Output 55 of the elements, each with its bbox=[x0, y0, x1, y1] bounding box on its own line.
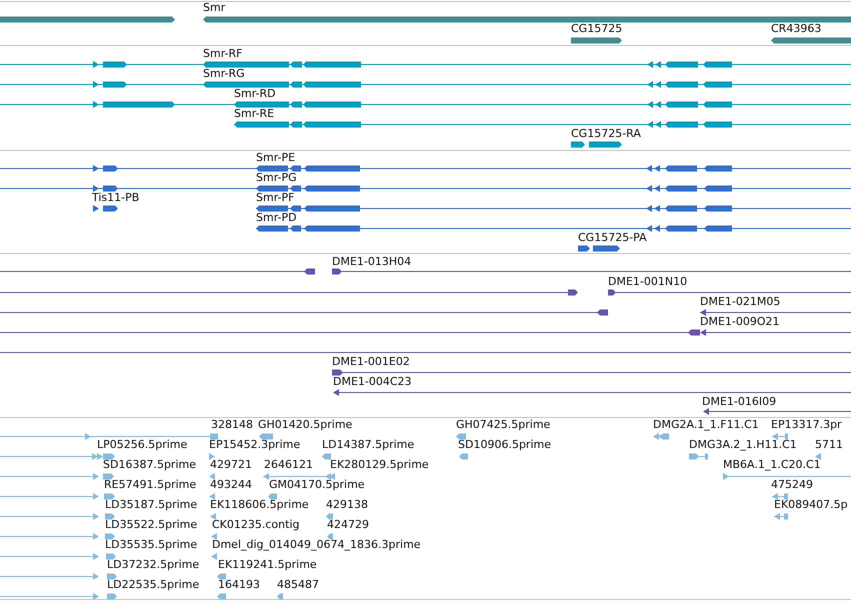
feature-label: CG15725-PA bbox=[578, 232, 647, 244]
feature-label: DME1-016I09 bbox=[702, 396, 776, 408]
feature-label: Smr-PF bbox=[256, 192, 294, 204]
feature-label: LD35535.5prime bbox=[105, 539, 198, 551]
feature-label: Smr-RE bbox=[234, 108, 274, 120]
feature-label: SD16387.5prime bbox=[103, 459, 196, 471]
feature-label: EK280129.5prime bbox=[330, 459, 429, 471]
feature-label: EK089407.5p bbox=[774, 499, 848, 511]
feature-label: Smr-RD bbox=[234, 88, 276, 100]
feature-label: Dmel_dig_014049_0674_1836.3prime bbox=[212, 539, 421, 551]
feature-label: DMG3A.2_1.H11.C1 bbox=[689, 439, 797, 451]
feature-label: GH01420.5prime bbox=[258, 419, 352, 431]
feature-label: LD22535.5prime bbox=[107, 579, 200, 591]
feature-label: LP05256.5prime bbox=[97, 439, 188, 451]
feature-label: DMG2A.1_1.F11.C1 bbox=[653, 419, 759, 431]
feature-label: CR43963 bbox=[771, 23, 822, 35]
feature-label: 485487 bbox=[277, 579, 319, 591]
feature-label: CK01235.contig bbox=[212, 519, 300, 531]
feature-label: DME1-004C23 bbox=[333, 376, 412, 388]
feature-label: EP13317.3pr bbox=[771, 419, 842, 431]
feature-label: 5711 bbox=[815, 439, 843, 451]
feature-label: 164193 bbox=[218, 579, 260, 591]
feature-label: Smr-RF bbox=[203, 48, 242, 60]
feature-label: CG15725 bbox=[571, 23, 622, 35]
feature-label: LD14387.5prime bbox=[322, 439, 414, 451]
feature-label: LD37232.5prime bbox=[107, 559, 200, 571]
feature-label: DME1-013H04 bbox=[332, 256, 412, 268]
feature-label: EP15452.3prime bbox=[209, 439, 300, 451]
feature-label: Smr-PE bbox=[256, 152, 296, 164]
feature-label: EK118606.5prime bbox=[210, 499, 309, 511]
feature-label: EK119241.5prime bbox=[218, 559, 317, 571]
feature-label: Smr-RG bbox=[203, 68, 245, 80]
feature-label: Smr-PG bbox=[256, 172, 297, 184]
feature-label: MB6A.1_1.C20.C1 bbox=[723, 459, 821, 471]
feature-label: DME1-021M05 bbox=[700, 296, 780, 308]
feature-label: 328148 bbox=[211, 419, 253, 431]
feature-label: LD35522.5prime bbox=[105, 519, 198, 531]
feature-label: GH07425.5prime bbox=[456, 419, 550, 431]
feature-label: Smr-PD bbox=[256, 212, 297, 224]
feature-label: LD35187.5prime bbox=[105, 499, 198, 511]
feature-label: CG15725-RA bbox=[571, 128, 641, 140]
feature-label: DME1-001N10 bbox=[608, 276, 688, 288]
feature-label: SD10906.5prime bbox=[458, 439, 551, 451]
feature-label: 429721 bbox=[210, 459, 252, 471]
feature-label: DME1-009O21 bbox=[700, 316, 780, 328]
feature-label: Smr bbox=[203, 2, 226, 14]
feature-label: 493244 bbox=[210, 479, 252, 491]
feature-label: RE57491.5prime bbox=[104, 479, 196, 491]
feature-label: 424729 bbox=[327, 519, 369, 531]
feature-label: 475249 bbox=[771, 479, 813, 491]
feature-label: GM04170.5prime bbox=[269, 479, 365, 491]
feature-label: 2646121 bbox=[264, 459, 313, 471]
feature-label: 429138 bbox=[326, 499, 368, 511]
feature-label: Tis11-PB bbox=[92, 192, 140, 204]
feature-label: DME1-001E02 bbox=[332, 356, 410, 368]
